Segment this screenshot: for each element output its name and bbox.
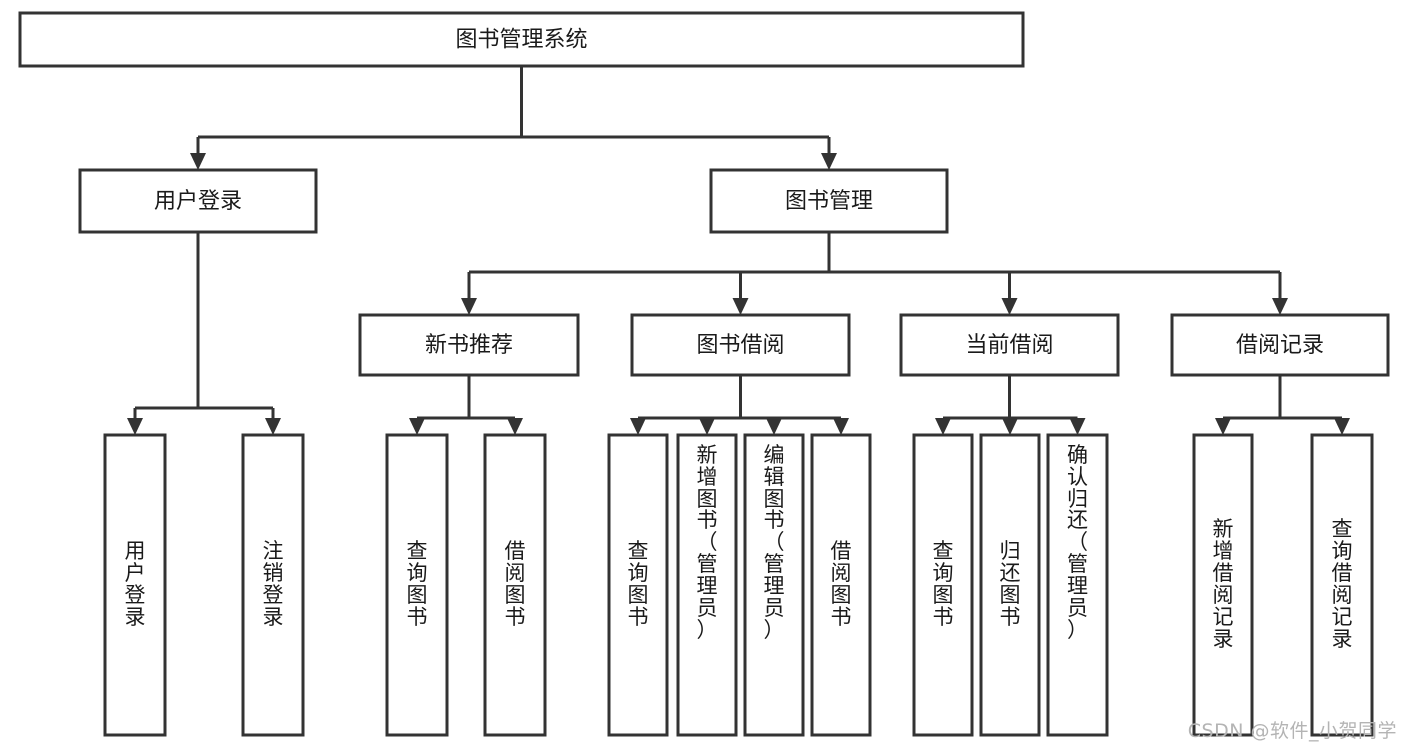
arrow-head xyxy=(1272,298,1288,315)
leaf-node[interactable] xyxy=(912,433,974,737)
root-label: 图书管理系统 xyxy=(455,28,587,53)
leaf-box[interactable] xyxy=(743,433,805,737)
leaf-box[interactable] xyxy=(912,433,974,737)
arrow-head xyxy=(630,418,646,435)
level3-label: 借阅记录 xyxy=(1236,333,1324,358)
leaf-box[interactable] xyxy=(979,433,1041,737)
arrow-head xyxy=(127,418,143,435)
level2-node[interactable]: 图书管理 xyxy=(709,168,949,234)
level3-label: 当前借阅 xyxy=(965,333,1053,358)
leaf-box[interactable] xyxy=(607,433,669,737)
level2-node[interactable]: 用户登录 xyxy=(78,168,318,234)
level2-box[interactable] xyxy=(709,168,949,234)
leaf-node[interactable] xyxy=(1192,433,1254,737)
level3-label: 新书推荐 xyxy=(425,333,513,358)
connector-layer xyxy=(127,66,1350,435)
level3-box[interactable] xyxy=(630,313,851,377)
arrow-head xyxy=(1001,298,1018,315)
leaf-node[interactable] xyxy=(1310,433,1374,737)
level3-node[interactable]: 当前借阅 xyxy=(899,313,1120,377)
leaf-node[interactable] xyxy=(385,433,449,737)
level3-node[interactable]: 新书推荐 xyxy=(358,313,580,377)
leaf-node[interactable] xyxy=(676,433,738,737)
root-node[interactable]: 图书管理系统 xyxy=(18,11,1025,68)
arrow-head xyxy=(833,418,849,435)
arrow-head xyxy=(190,153,206,170)
level3-box[interactable] xyxy=(1170,313,1390,377)
arrow-head xyxy=(1002,418,1018,435)
level3-node[interactable]: 图书借阅 xyxy=(630,313,851,377)
watermark: CSDN @软件_小贺同学 xyxy=(1187,720,1397,742)
arrow-head xyxy=(732,298,749,315)
arrow-head xyxy=(699,418,715,435)
arrow-head xyxy=(265,418,281,435)
root-box[interactable] xyxy=(18,11,1025,68)
leaf-box[interactable] xyxy=(385,433,449,737)
leaf-node[interactable] xyxy=(483,433,547,737)
arrow-head xyxy=(507,418,523,435)
leaf-node[interactable] xyxy=(743,433,805,737)
leaf-node[interactable] xyxy=(607,433,669,737)
level2-label: 图书管理 xyxy=(785,189,873,214)
leaf-node[interactable] xyxy=(1046,433,1109,737)
arrow-head xyxy=(1215,418,1231,435)
leaf-box[interactable] xyxy=(103,433,167,737)
leaf-node[interactable] xyxy=(810,433,872,737)
leaf-box[interactable] xyxy=(1192,433,1254,737)
arrow-head xyxy=(461,298,477,315)
arrow-head xyxy=(1334,418,1350,435)
arrow-head xyxy=(409,418,425,435)
leaf-box[interactable] xyxy=(241,433,305,737)
leaf-node[interactable] xyxy=(241,433,305,737)
leaf-node[interactable] xyxy=(979,433,1041,737)
leaf-box[interactable] xyxy=(676,433,738,737)
arrow-head xyxy=(821,153,837,170)
leaf-box[interactable] xyxy=(483,433,547,737)
level3-label: 图书借阅 xyxy=(696,333,784,358)
leaf-box[interactable] xyxy=(1310,433,1374,737)
level3-box[interactable] xyxy=(899,313,1120,377)
arrow-head xyxy=(1069,418,1086,435)
level2-label: 用户登录 xyxy=(154,189,242,214)
leaf-box[interactable] xyxy=(1046,433,1109,737)
leaf-node[interactable] xyxy=(103,433,167,737)
level2-box[interactable] xyxy=(78,168,318,234)
arrow-head xyxy=(766,418,782,435)
level3-node[interactable]: 借阅记录 xyxy=(1170,313,1390,377)
arrow-head xyxy=(935,418,951,435)
level3-box[interactable] xyxy=(358,313,580,377)
leaf-box[interactable] xyxy=(810,433,872,737)
